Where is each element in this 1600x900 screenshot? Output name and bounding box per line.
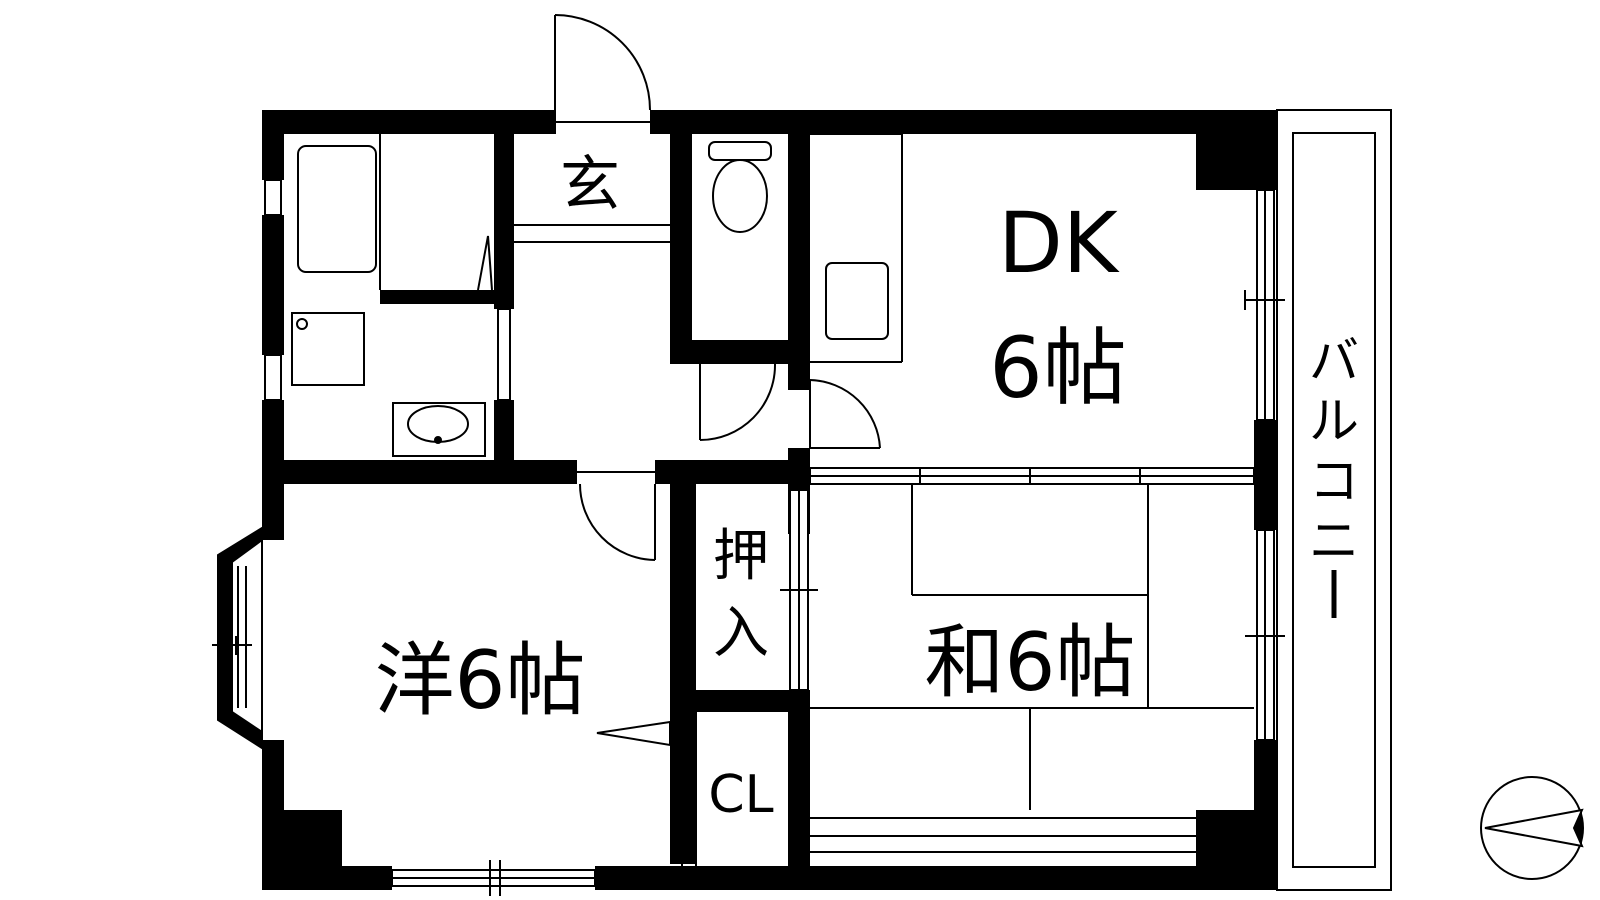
fixtures [291, 141, 889, 457]
washer-icon [291, 312, 365, 386]
balcony-char: ル [1309, 392, 1359, 450]
doors [477, 14, 881, 747]
label-dk-name: DK [998, 194, 1120, 292]
balcony-char: コ [1309, 452, 1359, 510]
balcony-label: バ ル コ ニ [1309, 332, 1359, 618]
bathtub-icon [297, 145, 377, 273]
washbasin-icon [392, 402, 486, 457]
bay-window [212, 526, 263, 750]
label-dk-size: 6帖 [989, 319, 1126, 417]
walls [262, 110, 1277, 890]
interior-lines [379, 133, 1255, 866]
label-oshiire-1: 押 [713, 524, 769, 589]
label-japanese-room: 和6帖 [925, 616, 1136, 709]
room-labels: 玄 DK 6帖 洋6帖 和6帖 押 入 CL [375, 150, 1136, 825]
balcony-char: ニ [1309, 512, 1359, 570]
windows [264, 179, 1285, 896]
label-cl: CL [708, 765, 773, 825]
sink-icon [825, 262, 889, 340]
balcony-char: バ [1309, 332, 1359, 390]
label-oshiire-2: 入 [713, 601, 769, 666]
north-arrow-icon [1480, 776, 1584, 880]
label-entrance: 玄 [560, 150, 620, 220]
label-western-room: 洋6帖 [375, 634, 586, 727]
toilet-icon [708, 141, 772, 233]
